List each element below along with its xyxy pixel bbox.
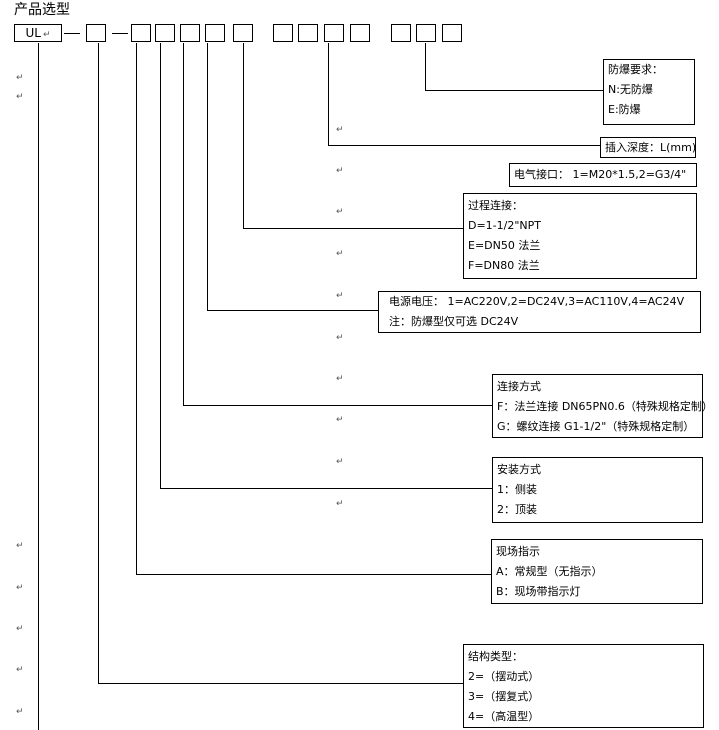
option-box-power: 电源电压： 1=AC220V,2=DC24V,3=AC110V,4=AC24V … xyxy=(378,291,701,333)
connector-install-h xyxy=(160,488,492,489)
option-box-explosion: 防爆要求： N:无防爆 E:防爆 xyxy=(603,59,695,125)
code-slot-explosion-2 xyxy=(416,24,436,42)
option-heading: 插入深度：L(mm) xyxy=(605,141,697,154)
return-mark: ↵ xyxy=(16,541,24,551)
code-slot-insertion-1 xyxy=(298,24,318,42)
connector-insertion-h xyxy=(328,145,600,146)
option-box-connection: 连接方式 F：法兰连接 DN65PN0.6（特殊规格定制） G：螺纹连接 G1-… xyxy=(492,374,713,438)
connector-connection-h xyxy=(183,405,492,406)
return-mark: ↵ xyxy=(16,624,24,634)
option-box-insertion: 插入深度：L(mm) xyxy=(600,137,696,158)
option-box-electrical: 电气接口： 1=M20*1.5,2=G3/4" xyxy=(509,163,697,187)
code-prefix-box: UL↵ xyxy=(14,24,62,42)
option-item: 2=（摆动式） xyxy=(468,670,540,683)
option-item: 3=（摆复式） xyxy=(468,690,540,703)
code-slot-structure xyxy=(86,24,106,42)
connector-install-v xyxy=(160,43,161,489)
option-heading: 电气接口： 1=M20*1.5,2=G3/4" xyxy=(514,168,687,181)
code-slot-install xyxy=(155,24,175,42)
return-mark: ↵ xyxy=(16,665,24,675)
option-heading: 防爆要求： xyxy=(608,63,663,76)
return-mark: ↵ xyxy=(42,30,51,40)
return-mark: ↵ xyxy=(336,415,344,425)
code-slot-power xyxy=(205,24,225,42)
return-mark: ↵ xyxy=(336,457,344,467)
code-dash xyxy=(64,33,80,34)
code-slot-electrical xyxy=(273,24,293,42)
code-slot-explosion-3 xyxy=(442,24,462,42)
option-item: 2：顶装 xyxy=(497,503,537,516)
connector-process-h xyxy=(243,228,465,229)
code-slot-insertion-3 xyxy=(350,24,370,42)
option-item: E=DN50 法兰 xyxy=(468,239,541,252)
connector-connection-v xyxy=(183,43,184,406)
return-mark: ↵ xyxy=(16,92,24,102)
option-heading: 现场指示 xyxy=(496,545,540,558)
return-mark: ↵ xyxy=(336,291,344,301)
option-item: G：螺纹连接 G1-1/2"（特殊规格定制） xyxy=(497,420,695,433)
option-note: 注：防爆型仅可选 DC24V xyxy=(389,315,519,328)
connector-process-v xyxy=(243,43,244,229)
connector-structure-h xyxy=(98,683,463,684)
return-mark: ↵ xyxy=(336,125,344,135)
option-heading: 连接方式 xyxy=(497,380,541,393)
return-mark: ↵ xyxy=(16,73,24,83)
return-mark: ↵ xyxy=(336,207,344,217)
code-slot-insertion-2 xyxy=(324,24,344,42)
code-slot-explosion-1 xyxy=(391,24,411,42)
connector-explosion-h xyxy=(425,90,603,91)
option-heading: 结构类型： xyxy=(468,650,523,663)
code-prefix-text: UL xyxy=(25,26,41,40)
page-title: 产品选型 xyxy=(14,2,70,18)
option-box-indicator: 现场指示 A：常规型（无指示） B：现场带指示灯 xyxy=(491,539,703,604)
connector-indicator-v xyxy=(136,43,137,575)
option-box-structure: 结构类型： 2=（摆动式） 3=（摆复式） 4=（高温型） xyxy=(463,644,704,728)
return-mark: ↵ xyxy=(336,499,344,509)
code-slot-connection xyxy=(180,24,200,42)
option-box-install: 安装方式 1：侧装 2：顶装 xyxy=(492,457,703,523)
connector-structure-v xyxy=(98,43,99,684)
connector-power-h xyxy=(207,310,379,311)
option-item: B：现场带指示灯 xyxy=(496,585,581,598)
return-mark: ↵ xyxy=(336,166,344,176)
connector-indicator-h xyxy=(136,574,491,575)
left-border-line xyxy=(38,43,39,730)
option-item: N:无防爆 xyxy=(608,83,653,96)
return-mark: ↵ xyxy=(336,374,344,384)
option-heading: 过程连接： xyxy=(468,199,523,212)
option-item: E:防爆 xyxy=(608,103,641,116)
code-slot-process xyxy=(233,24,253,42)
return-mark: ↵ xyxy=(336,333,344,343)
code-slot-indicator xyxy=(131,24,151,42)
option-item: F=DN80 法兰 xyxy=(468,259,540,272)
connector-insertion-v xyxy=(328,43,329,146)
return-mark: ↵ xyxy=(16,707,24,717)
option-heading: 电源电压： 1=AC220V,2=DC24V,3=AC110V,4=AC24V xyxy=(389,295,685,308)
connector-explosion-v xyxy=(425,43,426,91)
return-mark: ↵ xyxy=(336,249,344,259)
option-item: 4=（高温型） xyxy=(468,710,540,723)
option-box-process: 过程连接： D=1-1/2"NPT E=DN50 法兰 F=DN80 法兰 xyxy=(463,193,697,279)
code-dash xyxy=(112,33,128,34)
option-item: D=1-1/2"NPT xyxy=(468,219,541,232)
connector-power-v xyxy=(207,43,208,311)
return-mark: ↵ xyxy=(16,583,24,593)
option-item: F：法兰连接 DN65PN0.6（特殊规格定制） xyxy=(497,400,713,413)
option-item: A：常规型（无指示） xyxy=(496,565,603,578)
option-heading: 安装方式 xyxy=(497,463,541,476)
option-item: 1：侧装 xyxy=(497,483,537,496)
